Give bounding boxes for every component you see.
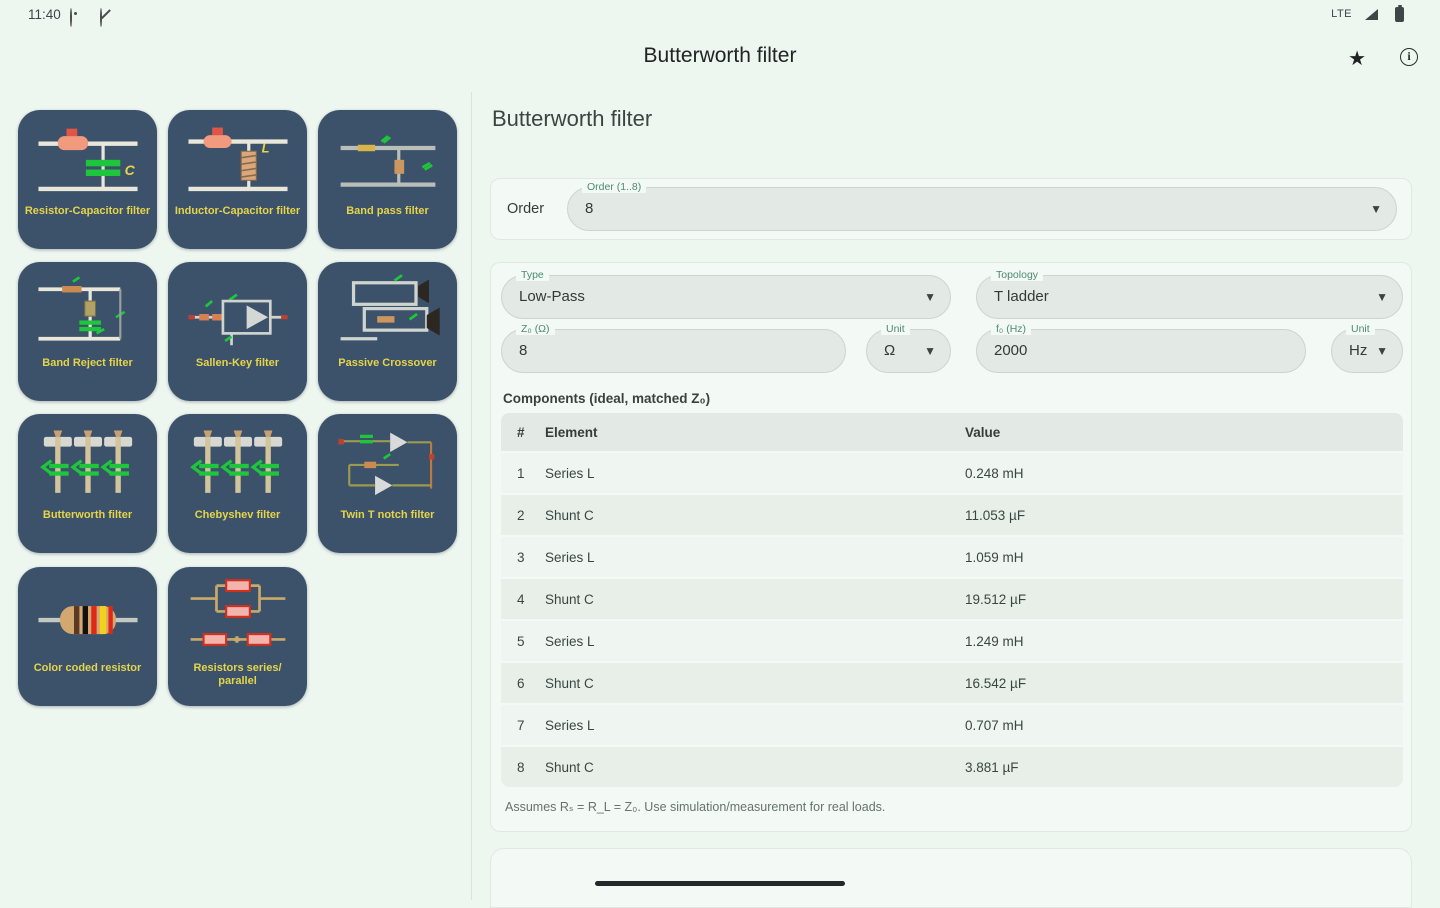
rc-filter-icon: C — [37, 128, 138, 192]
table-row: 3 Series L 1.059 mH — [501, 537, 1403, 577]
z0-input[interactable] — [519, 330, 777, 372]
tile-label: Sallen-Key filter — [195, 357, 280, 369]
tile-label: Butterworth filter — [42, 509, 133, 521]
z0-unit-value: Ω — [884, 342, 896, 359]
f0-unit-value: Hz — [1349, 342, 1368, 359]
tile-inductor-capacitor-filter[interactable]: L Inductor-Capacitor filter — [168, 110, 307, 249]
topology-field-label: Topology — [991, 269, 1044, 281]
table-row: 6 Shunt C 16.542 µF — [501, 663, 1403, 703]
order-label: Order — [507, 201, 545, 217]
tile-label: Twin T notch filter — [340, 509, 435, 521]
z0-input-field[interactable]: Z₀ (Ω) — [501, 323, 846, 373]
table-row: 5 Series L 1.249 mH — [501, 621, 1403, 661]
tile-label: Color coded resistor — [33, 662, 142, 674]
tile-passive-crossover[interactable]: Passive Crossover — [318, 262, 457, 401]
tile-label: Chebyshev filter — [194, 509, 281, 521]
tile-label: Inductor-Capacitor filter — [174, 205, 301, 217]
topology-value: T ladder — [994, 288, 1049, 305]
twin-t-notch-filter-icon — [337, 432, 434, 496]
column-header-value: Value — [965, 424, 1001, 440]
butterworth-filter-icon — [39, 430, 132, 493]
f0-input-field[interactable]: f₀ (Hz) — [976, 323, 1306, 373]
table-header-row: # Element Value — [501, 413, 1403, 451]
clock: 11:40 — [28, 7, 61, 22]
app-bar: Butterworth filter ★ i — [0, 30, 1440, 90]
table-row: 2 Shunt C 11.053 µF — [501, 495, 1403, 535]
tile-chebyshev-filter[interactable]: Chebyshev filter — [168, 414, 307, 553]
tile-label: Band Reject filter — [42, 357, 133, 369]
order-value: 8 — [585, 200, 594, 217]
band-pass-filter-icon — [340, 135, 435, 187]
tile-label: Resistors series/ parallel — [193, 662, 282, 687]
table-row: 8 Shunt C 3.881 µF — [501, 747, 1403, 787]
type-dropdown[interactable]: Type Low-Pass ▼ — [501, 269, 951, 319]
column-header-element: Element — [545, 424, 598, 440]
chebyshev-filter-icon — [189, 430, 282, 493]
order-card: Order Order (1..8) 8 ▼ — [490, 178, 1412, 240]
sallen-key-filter-icon — [187, 293, 288, 346]
next-section-card — [490, 848, 1412, 908]
info-icon[interactable]: i — [1400, 48, 1418, 66]
f0-input[interactable] — [994, 330, 1240, 372]
page-title: Butterworth filter — [492, 106, 653, 131]
location-status-icon — [70, 8, 77, 27]
panel-divider — [471, 92, 472, 900]
z0-unit-field-label: Unit — [881, 323, 910, 335]
chevron-down-icon: ▼ — [924, 290, 936, 304]
tile-band-pass-filter[interactable]: Band pass filter — [318, 110, 457, 249]
home-indicator-bar[interactable] — [595, 881, 845, 886]
band-reject-filter-icon — [37, 276, 125, 341]
battery-icon — [1395, 4, 1404, 22]
type-field-label: Type — [516, 269, 549, 281]
favorite-star-icon[interactable]: ★ — [1348, 48, 1366, 70]
column-header-number: # — [517, 424, 525, 440]
tile-label: Passive Crossover — [338, 357, 437, 369]
tile-resistor-capacitor-filter[interactable]: C Resistor-Capacitor filter — [18, 110, 157, 249]
tile-twin-t-notch-filter[interactable]: Twin T notch filter — [318, 414, 457, 553]
components-section-title: Components (ideal, matched Z₀) — [503, 391, 711, 406]
passive-crossover-icon — [340, 274, 440, 341]
signal-strength-icon — [1365, 9, 1378, 20]
components-table: # Element Value 1 Series L 0.248 mH 2 Sh… — [501, 413, 1403, 787]
assumption-note: Assumes Rₛ = R_L = Z₀. Use simulation/me… — [505, 800, 886, 814]
tile-sallen-key-filter[interactable]: Sallen-Key filter — [168, 262, 307, 401]
order-dropdown[interactable]: Order (1..8) 8 ▼ — [567, 181, 1397, 231]
tile-band-reject-filter[interactable]: Band Reject filter — [18, 262, 157, 401]
data-saver-status-icon — [100, 8, 111, 27]
resistors-series-parallel-icon — [190, 579, 285, 646]
table-row: 4 Shunt C 19.512 µF — [501, 579, 1403, 619]
tile-butterworth-filter[interactable]: Butterworth filter — [18, 414, 157, 553]
type-value: Low-Pass — [519, 288, 585, 305]
chevron-down-icon: ▼ — [1376, 344, 1388, 358]
table-row: 7 Series L 0.707 mH — [501, 705, 1403, 745]
tile-label: Band pass filter — [346, 205, 429, 217]
status-bar: 11:40 LTE — [0, 0, 1440, 30]
z0-unit-dropdown[interactable]: Unit Ω ▼ — [866, 323, 951, 373]
lc-filter-icon: L — [187, 127, 288, 192]
color-coded-resistor-icon — [37, 606, 138, 635]
order-field-label: Order (1..8) — [582, 181, 647, 193]
chevron-down-icon: ▼ — [1370, 202, 1382, 216]
topology-dropdown[interactable]: Topology T ladder ▼ — [976, 269, 1403, 319]
f0-unit-field-label: Unit — [1346, 323, 1375, 335]
tile-label: Resistor-Capacitor filter — [24, 205, 151, 217]
chevron-down-icon: ▼ — [924, 344, 936, 358]
app-bar-title: Butterworth filter — [643, 44, 797, 67]
chevron-down-icon: ▼ — [1376, 290, 1388, 304]
network-type-label: LTE — [1331, 8, 1352, 20]
tile-color-coded-resistor[interactable]: Color coded resistor — [18, 567, 157, 706]
tile-resistors-series-parallel[interactable]: Resistors series/ parallel — [168, 567, 307, 706]
svg-text:C: C — [124, 162, 135, 178]
parameters-card: Type Low-Pass ▼ Topology T ladder ▼ Z₀ (… — [490, 262, 1412, 832]
svg-text:L: L — [261, 140, 269, 155]
f0-unit-dropdown[interactable]: Unit Hz ▼ — [1331, 323, 1403, 373]
table-row: 1 Series L 0.248 mH — [501, 453, 1403, 493]
